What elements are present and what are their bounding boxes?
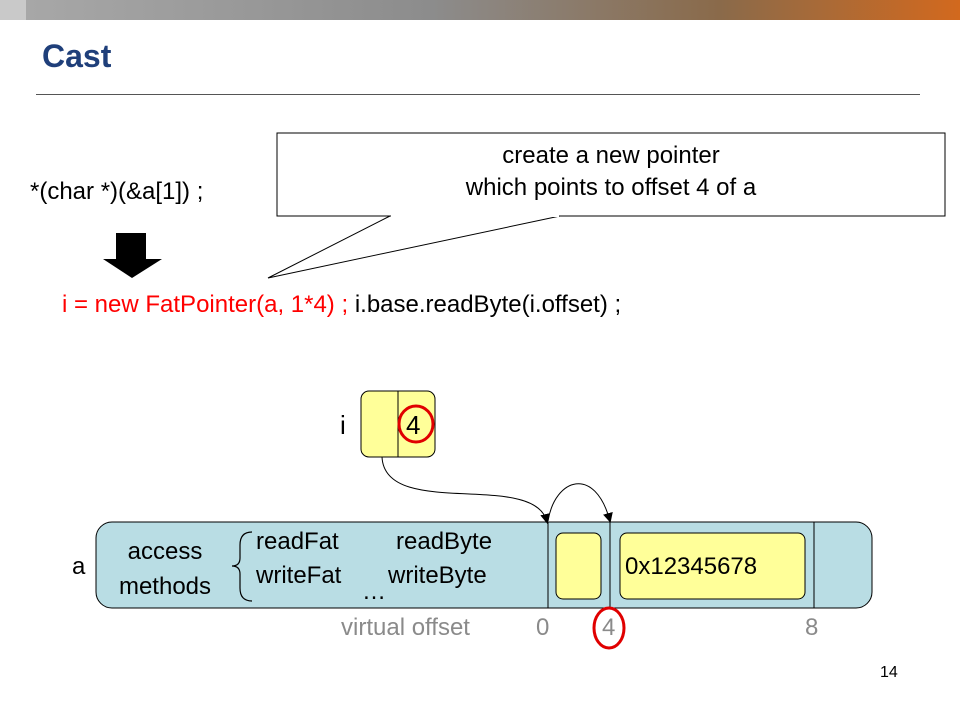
callout-box bbox=[276, 132, 946, 217]
translated-code-new-pointer: i = new FatPointer(a, 1*4) ; bbox=[62, 291, 349, 318]
offset-tick-0: 0 bbox=[536, 614, 550, 641]
methods-ellipsis: … bbox=[362, 578, 386, 605]
method-write-byte: writeByte bbox=[388, 562, 487, 589]
top-banner bbox=[0, 0, 960, 20]
object-label: a bbox=[72, 553, 86, 580]
method-write-fat: writeFat bbox=[256, 562, 342, 589]
pointer-label: i bbox=[340, 410, 346, 440]
translated-code-read: i.base.readByte(i.offset) ; bbox=[354, 291, 622, 318]
title-divider bbox=[36, 94, 920, 95]
slide-number: 14 bbox=[880, 664, 898, 681]
top-banner-corner bbox=[0, 0, 26, 20]
offset-axis-label: virtual offset bbox=[341, 614, 470, 641]
down-arrow-icon bbox=[103, 233, 162, 278]
method-read-fat: readFat bbox=[256, 528, 339, 555]
callout-tail bbox=[267, 215, 561, 279]
access-methods-label: access methods bbox=[104, 534, 226, 604]
value-cell-text: 0x12345678 bbox=[625, 553, 758, 580]
byte-cell bbox=[555, 532, 602, 600]
pointer-offset-value: 4 bbox=[406, 410, 421, 440]
callout-text: create a new pointer which points to off… bbox=[278, 140, 944, 204]
offset-tick-8: 8 bbox=[805, 614, 819, 641]
offset-jump-arrow bbox=[547, 483, 613, 523]
offset-4-highlight bbox=[592, 606, 626, 650]
translated-code: i = new FatPointer(a, 1*4) ; i.base.read… bbox=[62, 291, 621, 319]
access-methods-line-1: access bbox=[127, 538, 203, 565]
callout-line-1: create a new pointer bbox=[502, 142, 720, 169]
method-read-byte: readByte bbox=[396, 528, 493, 555]
methods-brace bbox=[231, 531, 253, 602]
slide-title: Cast bbox=[42, 38, 112, 74]
callout-line-2: which points to offset 4 of a bbox=[465, 174, 757, 201]
pointer-offset-highlight bbox=[397, 404, 435, 444]
access-methods-line-2: methods bbox=[118, 573, 212, 600]
pointer-to-base-arrow bbox=[381, 456, 551, 524]
value-cell bbox=[619, 532, 806, 600]
original-code: *(char *)(&a[1]) ; bbox=[30, 178, 204, 205]
offset-tick-4: 4 bbox=[602, 614, 616, 641]
